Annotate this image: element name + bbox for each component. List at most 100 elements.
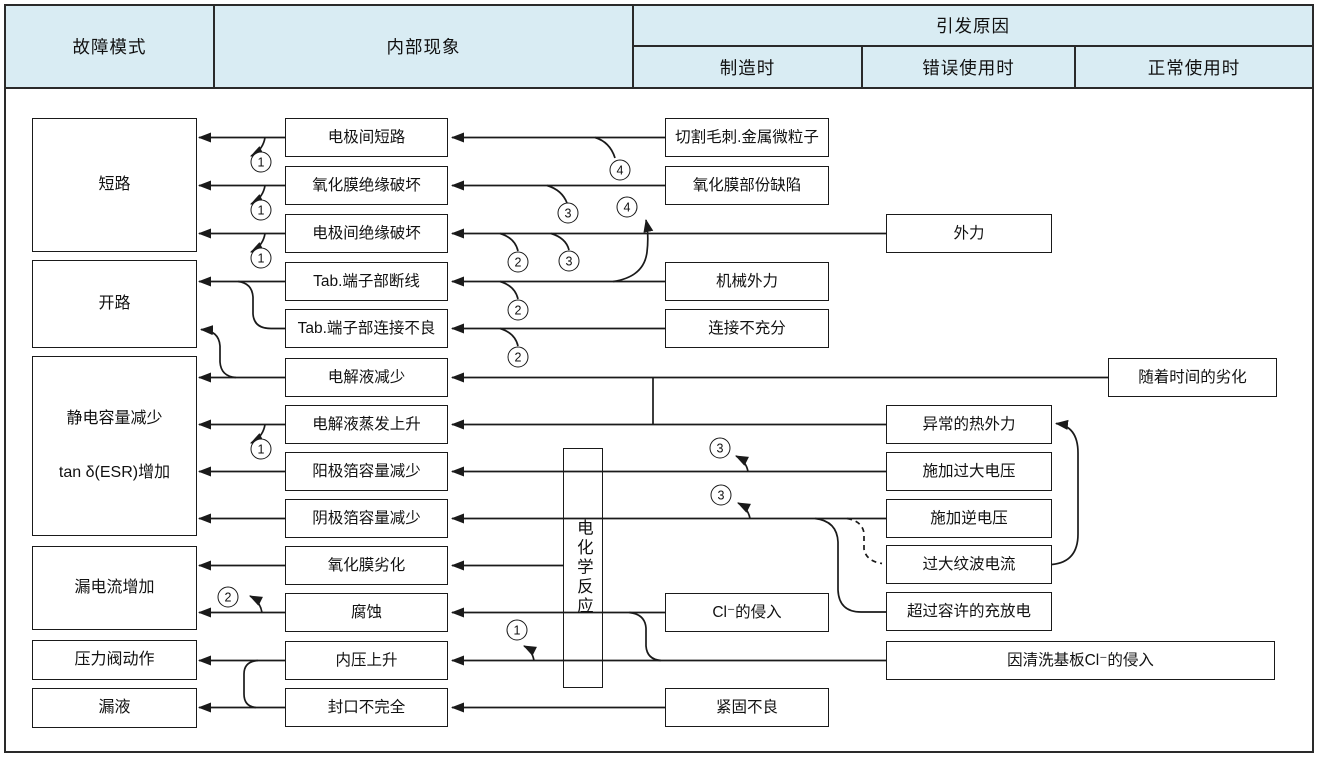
header-label: 引发原因 — [936, 16, 1010, 36]
node-label: 漏液 — [98, 699, 131, 716]
node-label: Cl⁻的侵入 — [712, 603, 782, 621]
circled-number-2: 2 — [217, 586, 239, 608]
phenomenon-anode-foil-capacity-decrease: 阳极箔容量减少 — [285, 452, 448, 491]
header-label: 故障模式 — [72, 37, 147, 57]
circled-number-label: 3 — [717, 488, 725, 502]
phenomenon-electrochemical-reaction: 电化学反应 — [563, 448, 603, 688]
node-label: 施加过大电压 — [922, 462, 1016, 480]
circled-number-1: 1 — [250, 151, 272, 173]
node-label: 阳极箔容量减少 — [312, 462, 421, 480]
node-label: 腐蚀 — [350, 603, 382, 621]
node-label: 电化学反应 — [574, 519, 593, 617]
node-label: Tab.端子部连接不良 — [297, 319, 436, 337]
phenomenon-cathode-foil-capacity-decrease: 阴极箔容量减少 — [285, 499, 448, 538]
circled-number-2: 2 — [507, 251, 529, 273]
node-label: Tab.端子部断线 — [313, 272, 420, 290]
circled-number-label: 1 — [257, 155, 265, 169]
cause-charge-discharge-over-allowance: 超过容许的充放电 — [886, 592, 1052, 631]
circled-number-label: 1 — [257, 203, 265, 217]
cause-poor-fastening: 紧固不良 — [665, 688, 829, 727]
circled-number-4: 4 — [609, 159, 631, 181]
header-label: 正常使用时 — [1147, 57, 1241, 78]
cause-cl-intrusion: Cl⁻的侵入 — [665, 593, 829, 632]
cause-insufficient-connection: 连接不充分 — [665, 309, 829, 348]
node-label: 氧化膜绝缘破坏 — [312, 176, 421, 194]
fault-mode-short-circuit: 短路 — [32, 118, 197, 252]
circled-number-label: 3 — [716, 441, 724, 455]
node-label: 机械外力 — [715, 272, 778, 290]
circled-number-2: 2 — [507, 299, 529, 321]
node-label: 随着时间的劣化 — [1138, 368, 1247, 386]
circled-number-label: 3 — [565, 254, 573, 268]
header-cell-fault-mode: 故障模式 — [5, 5, 214, 88]
circled-number-2: 2 — [507, 346, 529, 368]
node-label: 过大纹波电流 — [922, 555, 1016, 573]
node-label: 连接不充分 — [708, 319, 786, 337]
node-label: 电解液减少 — [327, 368, 406, 386]
cause-reverse-voltage: 施加逆电压 — [886, 499, 1052, 538]
header-label: 错误使用时 — [922, 57, 1015, 78]
fault-mode-pressure-valve-operation: 压力阀动作 — [32, 640, 197, 680]
node-label: 紧固不良 — [715, 698, 778, 716]
phenomenon-electrolyte-decrease: 电解液减少 — [285, 358, 448, 397]
header-cell-misuse: 错误使用时 — [862, 46, 1075, 88]
circled-number-label: 4 — [623, 200, 631, 214]
header-label: 内部现象 — [386, 37, 461, 57]
node-label: 内压上升 — [335, 651, 398, 669]
header-cell-manufacturing: 制造时 — [633, 46, 862, 88]
node-label: 阴极箔容量减少 — [312, 509, 421, 527]
node-label: 漏电流增加 — [74, 579, 155, 596]
circled-number-3: 3 — [558, 250, 580, 272]
node-label: 电极间绝缘破坏 — [312, 224, 421, 242]
cause-deterioration-over-time: 随着时间的劣化 — [1108, 358, 1277, 397]
circled-number-label: 2 — [224, 590, 232, 604]
cause-excessive-voltage: 施加过大电压 — [886, 452, 1052, 491]
cause-excessive-ripple-current: 过大纹波电流 — [886, 545, 1052, 584]
circled-number-label: 1 — [257, 442, 265, 456]
node-label: 切割毛刺.金属微粒子 — [675, 128, 819, 146]
phenomenon-electrolyte-evaporation-rise: 电解液蒸发上升 — [285, 405, 448, 444]
circled-number-label: 2 — [514, 303, 522, 317]
node-label: 电解液蒸发上升 — [312, 415, 421, 433]
node-label: 开路 — [98, 295, 131, 312]
node-label: 施加逆电压 — [930, 509, 1008, 527]
node-label: 异常的热外力 — [922, 415, 1016, 433]
node-label: 封口不完全 — [327, 698, 406, 716]
circled-number-3: 3 — [709, 437, 731, 459]
fault-mode-open-circuit: 开路 — [32, 260, 197, 348]
circled-number-label: 2 — [514, 350, 522, 364]
node-label: 超过容许的充放电 — [906, 602, 1031, 620]
phenomenon-tab-terminal-disconnection: Tab.端子部断线 — [285, 262, 448, 301]
circled-number-4: 4 — [616, 196, 638, 218]
node-label: 静电容量减少 — [66, 410, 163, 427]
node-label: 压力阀动作 — [74, 651, 155, 668]
phenomenon-corrosion: 腐蚀 — [285, 593, 448, 632]
node-label-2: tan δ(ESR)增加 — [58, 464, 171, 481]
node-label: 电极间短路 — [327, 128, 406, 146]
phenomenon-internal-pressure-rise: 内压上升 — [285, 641, 448, 680]
phenomenon-incomplete-sealing: 封口不完全 — [285, 688, 448, 727]
cause-mechanical-external-force: 机械外力 — [665, 262, 829, 301]
phenomenon-oxide-film-insulation-breakdown: 氧化膜绝缘破坏 — [285, 166, 448, 205]
header-label: 制造时 — [719, 57, 776, 78]
circled-number-1: 1 — [250, 199, 272, 221]
circled-number-1: 1 — [506, 619, 528, 641]
fault-mode-capacitance-decrease: 静电容量减少 tan δ(ESR)增加 — [32, 356, 197, 536]
phenomenon-oxide-film-degradation: 氧化膜劣化 — [285, 546, 448, 585]
cause-abnormal-thermal-stress: 异常的热外力 — [886, 405, 1052, 444]
header-cell-trigger-cause: 引发原因 — [633, 5, 1313, 46]
node-label: 短路 — [98, 176, 131, 193]
header-cell-normal-use: 正常使用时 — [1075, 46, 1313, 88]
phenomenon-tab-terminal-poor-connection: Tab.端子部连接不良 — [285, 309, 448, 348]
circled-number-label: 1 — [513, 623, 521, 637]
cause-cl-intrusion-from-board-cleaning: 因清洗基板Cl⁻的侵入 — [886, 641, 1275, 680]
circled-number-1: 1 — [250, 247, 272, 269]
cause-oxide-film-partial-defect: 氧化膜部份缺陷 — [665, 166, 829, 205]
fault-mode-leakage-current-increase: 漏电流增加 — [32, 546, 197, 630]
node-label: 氧化膜部份缺陷 — [692, 176, 802, 194]
header-cell-internal-phenomenon: 内部现象 — [214, 5, 633, 88]
circled-number-label: 2 — [514, 255, 522, 269]
circled-number-label: 1 — [257, 251, 265, 265]
